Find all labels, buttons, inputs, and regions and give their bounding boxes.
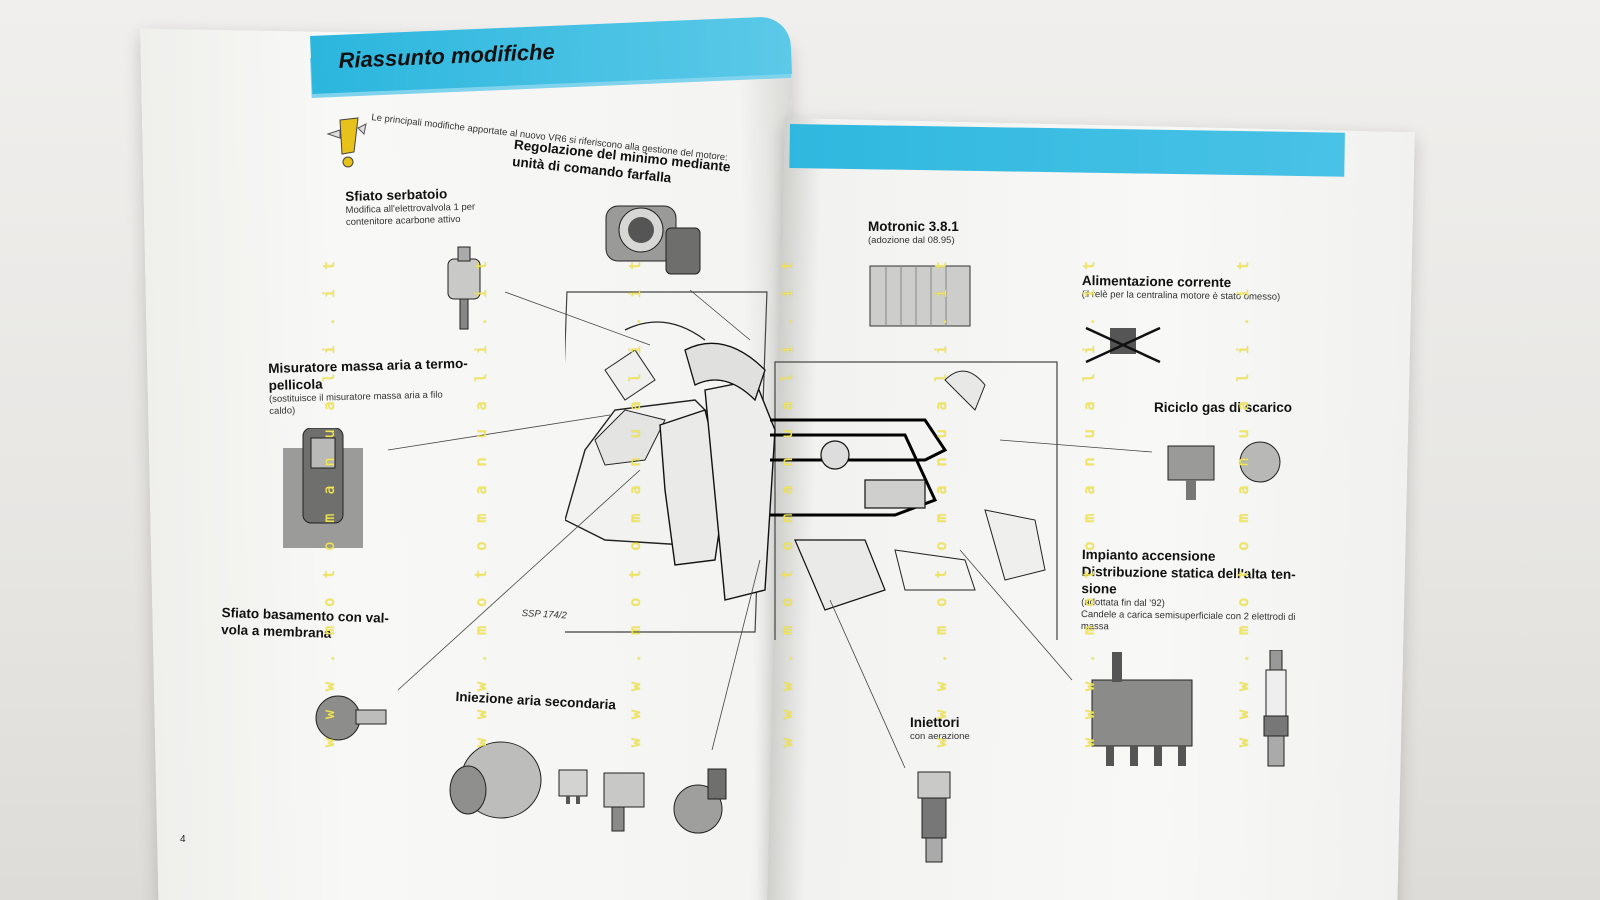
omitted-relay-icon xyxy=(1085,326,1161,364)
watermark-4: w w w . m o t o m a n u a l i . i t xyxy=(778,256,796,748)
misuratore-block: Misuratore massa aria a termo- pellicola… xyxy=(268,355,469,418)
iniettori-block: Iniettori con aerazione xyxy=(910,714,970,743)
page-number: 4 xyxy=(180,834,186,845)
iniettori-title: Iniettori xyxy=(910,715,960,730)
motronic-block: Motronic 3.8.1 (adozione dal 08.95) xyxy=(868,218,959,247)
riciclo-gas-title: Riciclo gas di scarico xyxy=(1154,400,1293,415)
secondary-air-pump-icon xyxy=(449,741,542,819)
right-banner xyxy=(789,124,1345,177)
diaphragm-valve-icon xyxy=(315,695,387,741)
relay-icon xyxy=(558,769,588,804)
throttle-body-icon xyxy=(605,205,701,275)
diagram-ref: SSP 174/2 xyxy=(521,608,568,622)
motronic-title: Motronic 3.8.1 xyxy=(868,219,959,234)
egr-valve-icon xyxy=(1167,441,1281,500)
exclamation-mascot-icon xyxy=(326,117,367,168)
injector-icon xyxy=(917,771,951,863)
iniettori-desc: con aerazione xyxy=(910,731,970,742)
watermark-3: w w w . m o t o m a n u a l i . i t xyxy=(626,256,644,748)
solenoid-valve-icon xyxy=(447,246,481,330)
ignition-coil-icon xyxy=(1091,652,1193,766)
air-mass-meter-icon xyxy=(283,428,363,548)
motronic-ecu-icon xyxy=(869,265,971,327)
check-valve-icon xyxy=(673,768,727,834)
combi-valve-icon xyxy=(603,772,645,832)
watermark-7: w w w . m o t o m a n u a l i . i t xyxy=(1234,256,1252,748)
watermark-1: w w w . m o t o m a n u a l i . i t xyxy=(320,256,338,748)
watermark-6: w w w . m o t o m a n u a l i . i t xyxy=(1080,256,1098,748)
sfiato-serbatoio-block: Sfiato serbatoio Modifica all'elettroval… xyxy=(345,185,476,229)
impianto-accensione-block: Impianto accensione Distribuzione static… xyxy=(1081,546,1297,636)
watermark-5: w w w . m o t o m a n u a l i . i t xyxy=(932,256,950,748)
spark-plug-icon xyxy=(1263,650,1289,767)
motronic-desc: (adozione dal 08.95) xyxy=(868,235,955,246)
engine-diagram xyxy=(565,291,1058,640)
sfiato-basamento-block: Sfiato basamento con val- vola a membran… xyxy=(221,604,389,644)
watermark-2: w w w . m o t o m a n u a l i . i t xyxy=(472,256,490,748)
